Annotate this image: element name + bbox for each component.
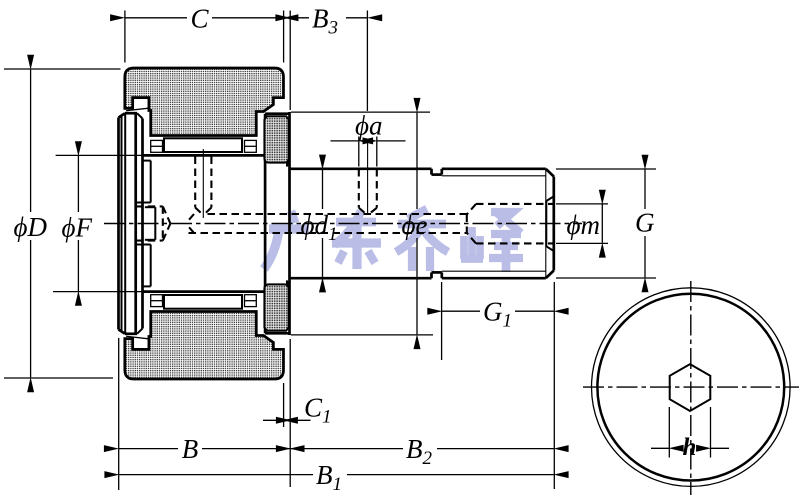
hex-socket-cone-lower <box>161 223 172 242</box>
dim-label-phi-e: ϕe <box>402 210 428 240</box>
thread-end-chamfer-mirror <box>544 269 555 280</box>
dim-label-b3: B3 <box>312 3 338 38</box>
tapped-hole-countersink-bottom <box>545 245 555 252</box>
side-plate-corner-bevel-mirror <box>136 327 144 335</box>
dim-label-b2: B2 <box>406 434 433 469</box>
dim-label-b3-main: B <box>312 3 329 33</box>
radial-hole-right-cone2 <box>366 206 378 217</box>
dim-label-phi-f: ϕF <box>62 212 93 242</box>
outer-ring-section-bottom <box>123 310 285 381</box>
dim-label-c1-main: C <box>304 393 323 423</box>
dim-label-phi-m: ϕm <box>567 210 600 240</box>
dim-label-c1-sub: 1 <box>322 407 332 428</box>
drawing-linework <box>4 10 799 495</box>
dim-label-b1-main: B <box>316 460 333 490</box>
outer-ring-section-top <box>123 66 285 137</box>
radial-hole-left-cone2 <box>202 206 213 216</box>
radial-hole-left-cone1 <box>194 206 205 216</box>
tapped-hole-countersink-top <box>545 195 555 202</box>
side-plate-corner-bevel <box>136 112 144 120</box>
dim-label-b3-sub: 3 <box>328 17 339 38</box>
seal-lip-line-left <box>126 107 149 112</box>
end-view-hex-socket <box>668 362 712 413</box>
dim-label-g1-main: G <box>483 296 503 326</box>
axial-duct-cone-upper <box>185 213 195 224</box>
dim-label-phi-d-outer: ϕD <box>14 212 48 242</box>
dim-label-b: B <box>182 434 199 464</box>
dim-label-c1: C1 <box>304 393 332 428</box>
wm-dong-dot-left <box>334 249 348 265</box>
dim-label-phi-d1-main: ϕd <box>301 210 329 240</box>
wm-dong-dot-right <box>364 248 379 266</box>
dim-label-h: h <box>683 434 697 461</box>
tapped-hole-cone-upper <box>466 203 477 216</box>
dim-label-g: G <box>635 208 655 238</box>
seal-lip-line-left-mirror <box>126 335 149 340</box>
dim-label-b1: B1 <box>316 460 342 495</box>
dim-label-g1: G1 <box>483 296 512 331</box>
dimension-labels: C B3 ϕa ϕD ϕF ϕd1 ϕe ϕm G G1 C1 B B2 B1 … <box>14 3 697 495</box>
thread-end-chamfer <box>544 167 555 178</box>
hex-socket-cone-upper <box>161 205 172 224</box>
radial-hole-right-cone1 <box>358 206 369 217</box>
dim-label-phi-a: ϕa <box>355 111 382 141</box>
dim-label-b2-main: B <box>406 434 423 464</box>
dim-label-c: C <box>190 3 209 33</box>
collar-washer-top <box>263 115 290 164</box>
tapped-hole-cone-lower <box>466 232 477 245</box>
wm-qiao-right-leg <box>416 221 451 256</box>
dim-label-b2-sub: 2 <box>423 448 433 469</box>
dim-label-phi-d1: ϕd1 <box>301 210 338 245</box>
axial-duct-cone-lower <box>185 223 195 234</box>
dim-label-phi-d1-sub: 1 <box>328 224 338 245</box>
dim-label-g1-sub: 1 <box>503 310 513 331</box>
dim-label-b1-sub: 1 <box>333 474 343 495</box>
wm-guang-dot <box>286 209 300 225</box>
collar-washer-bottom <box>263 283 290 332</box>
needle-roller-bottom <box>163 294 243 310</box>
